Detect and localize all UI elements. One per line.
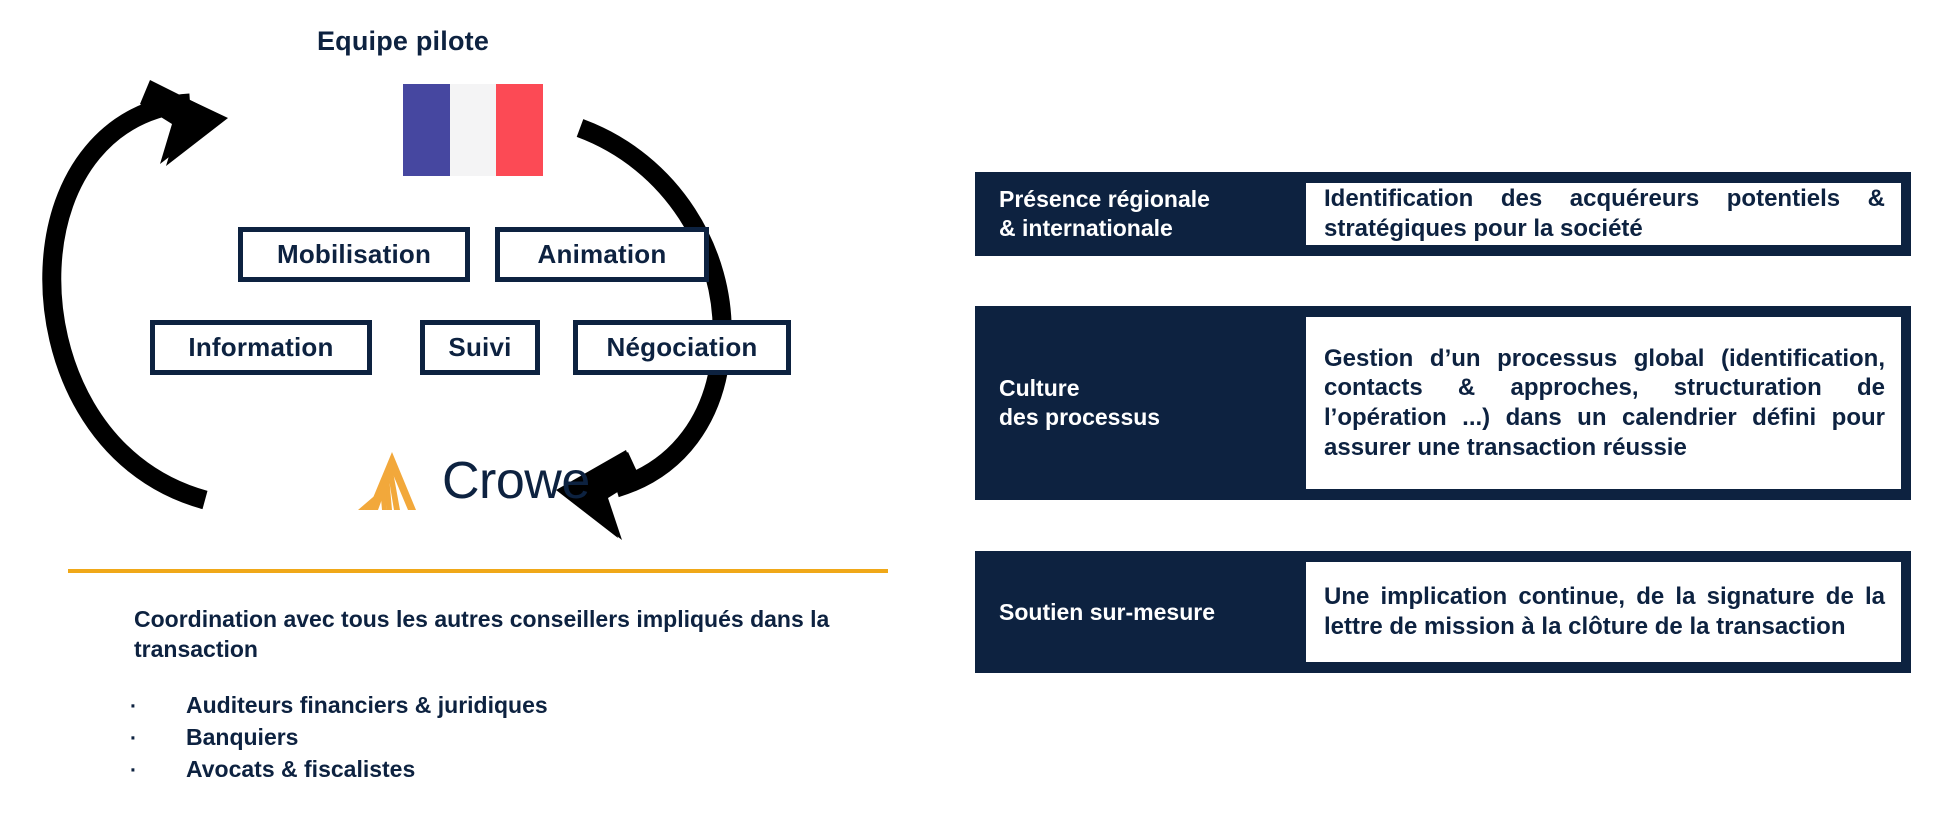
crowe-wordmark: Crowe	[442, 452, 590, 510]
cycle-box-suivi[interactable]: Suivi	[420, 320, 540, 375]
french-flag-icon	[403, 84, 543, 176]
advisors-list: · Auditeurs financiers & juridiques · Ba…	[130, 690, 830, 786]
flag-band-white	[449, 84, 497, 176]
page-title: Equipe pilote	[316, 26, 490, 56]
cycle-box-animation[interactable]: Animation	[495, 227, 709, 282]
flag-band-blue	[403, 84, 450, 176]
cycle-box-mobilisation[interactable]: Mobilisation	[238, 227, 470, 282]
feature-panel-label: Culture des processus	[999, 375, 1161, 430]
feature-panel-label: Présence régionale & internationale	[999, 186, 1210, 241]
feature-panel-body: Gestion d’un processus global (identific…	[1302, 313, 1905, 493]
cycle-box-information[interactable]: Information	[150, 320, 372, 375]
coordination-heading: Coordination avec tous les autres consei…	[134, 606, 830, 663]
feature-panel-soutien-sur-mesure: Soutien sur-mesure Une implication conti…	[975, 551, 1911, 673]
feature-panel-body: Identification des acquéreurs potentiels…	[1302, 179, 1905, 249]
feature-panel-body-text: Gestion d’un processus global (identific…	[1324, 344, 1885, 461]
list-item-label: Avocats & fiscalistes	[186, 755, 416, 782]
section-divider	[68, 569, 888, 573]
arrow-left-clockwise-icon	[42, 80, 228, 510]
feature-panel-culture-des-processus: Culture des processus Gestion d’un proce…	[975, 306, 1911, 500]
list-item: · Banquiers	[130, 722, 830, 754]
list-item: · Auditeurs financiers & juridiques	[130, 690, 830, 722]
bullet-icon: ·	[130, 726, 137, 750]
bullet-icon: ·	[130, 758, 137, 782]
feature-panel-body: Une implication continue, de la signatur…	[1302, 558, 1905, 666]
feature-panel-body-text: Identification des acquéreurs potentiels…	[1324, 185, 1885, 242]
feature-panel-presence-regionale: Présence régionale & internationale Iden…	[975, 172, 1911, 256]
feature-panel-label: Soutien sur-mesure	[999, 598, 1215, 625]
bullet-icon: ·	[130, 695, 137, 718]
list-item: · Avocats & fiscalistes	[130, 754, 830, 786]
pilot-team-cycle-section: Equipe pilote Mobilisation Animation Inf…	[0, 0, 940, 839]
flag-band-red	[496, 84, 543, 176]
crowe-chevron-icon	[358, 452, 416, 510]
value-proposition-panels: Présence régionale & internationale Iden…	[975, 0, 1956, 839]
cycle-box-negociation[interactable]: Négociation	[573, 320, 791, 375]
crowe-logo: Crowe	[356, 450, 590, 512]
feature-panel-body-text: Une implication continue, de la signatur…	[1324, 583, 1885, 640]
list-item-label: Auditeurs financiers & juridiques	[186, 692, 548, 718]
list-item-label: Banquiers	[186, 723, 299, 750]
